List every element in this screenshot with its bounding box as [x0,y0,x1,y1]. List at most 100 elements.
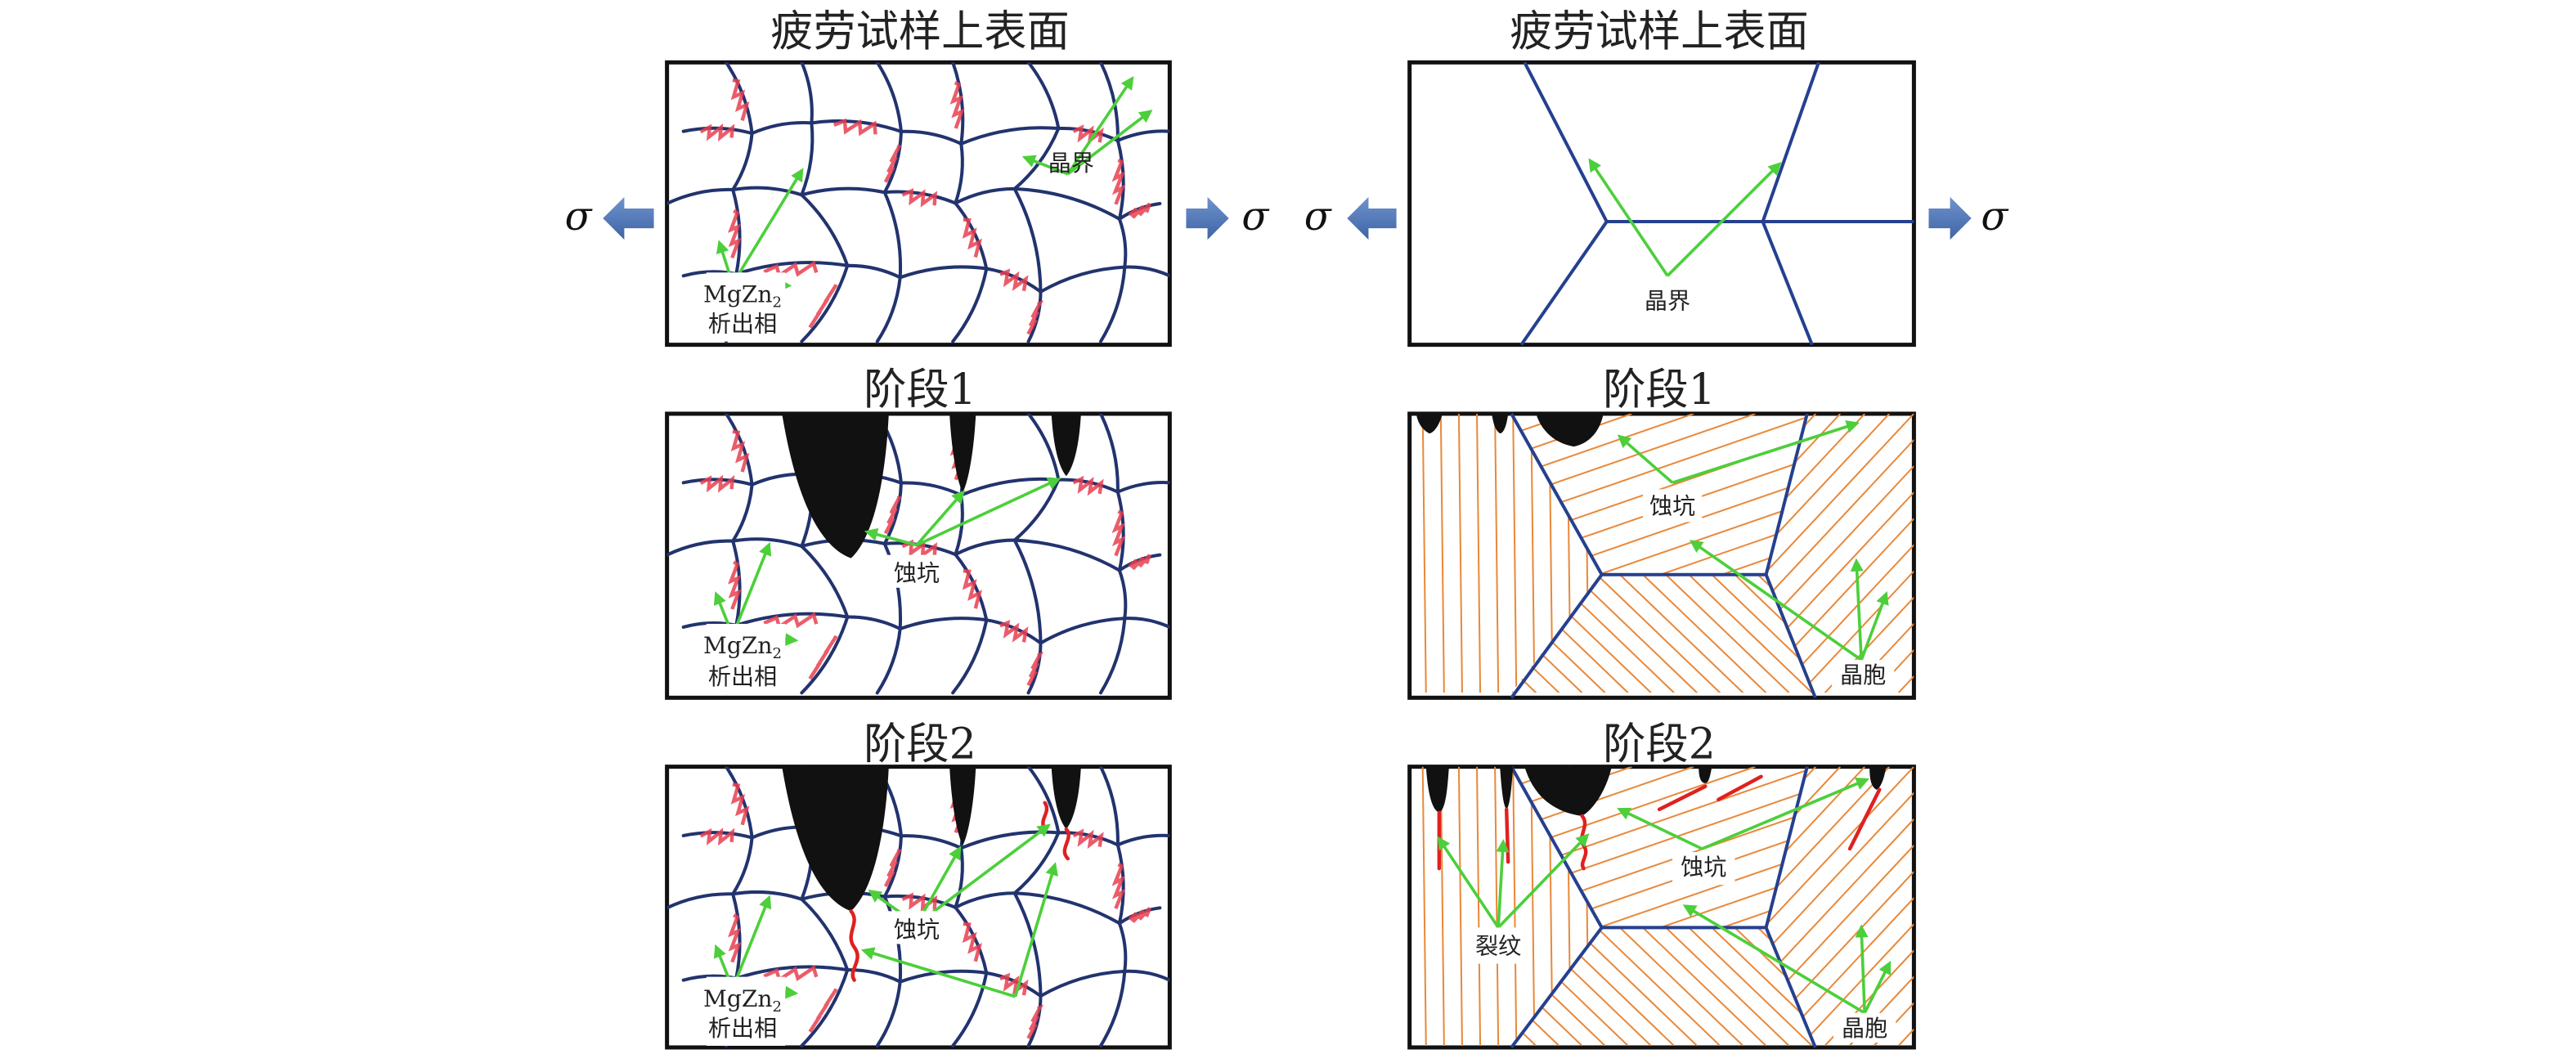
slip-line [1511,927,1560,1046]
grain-boundary [1012,186,1043,294]
label-grain-boundary: 晶界 [1645,287,1690,314]
label-bg [886,554,947,588]
stress-arrow-right-1 [1186,196,1229,240]
corrosion-pit [1500,766,1514,810]
grain-boundary [1039,265,1127,294]
right-panel-surface: 晶界 [1407,60,1916,348]
mgzn2-precipitate [962,568,982,609]
corrosion-pit [1536,413,1604,447]
grain-boundary [954,186,1016,205]
mgzn2-precipitate [728,560,742,610]
grain-boundary [1026,62,1061,131]
mgzn2-precipitate [1128,202,1151,219]
corrosion-pit [782,413,889,558]
grain-boundary [1026,641,1043,695]
corrosion-pit [1492,413,1509,434]
arrow [1860,591,1889,661]
slip-line [1665,574,1790,693]
grain-boundary [1115,843,1125,926]
slip-line [1512,766,1518,1046]
stage1-left-title: 阶段1 [864,366,976,415]
grain-boundary [800,544,850,619]
slip-line [1642,927,1767,1046]
corrosion-pit [1416,413,1443,434]
grain-boundary [898,969,989,984]
arrow [1689,540,1863,662]
grain-boundary [875,276,902,343]
slip-line [1642,574,1767,693]
sigma-left-1: σ [565,194,593,240]
grain-boundary [1098,62,1120,142]
mgzn2-precipitate [949,81,965,129]
grain-boundary [951,267,989,343]
arrow [731,168,804,285]
slip-line [1766,465,1914,690]
grain-boundary [666,187,735,205]
slip-line [1766,491,1914,693]
mgzn2-precipitate [962,218,982,258]
sigma-right-1: σ [1241,194,1269,240]
label-cell: 晶胞 [1840,662,1886,688]
grain-boundary [734,965,850,980]
mgzn2-precipitate [1111,158,1126,205]
grain-boundary [954,538,1016,557]
slip-line [1766,413,1891,612]
slip-line [1511,413,1632,469]
grain-boundary [1098,766,1120,847]
arrow [1855,924,1869,1013]
grain-boundary [1098,413,1120,494]
mgzn2-precipitate [1072,475,1104,496]
grain-boundary [731,482,754,543]
stress-arrow-right-2 [1928,196,1972,240]
grain-boundary [734,260,850,276]
slip-line [1766,845,1914,1046]
sigma-right-2: σ [1981,194,2008,240]
slip-line [1766,439,1914,664]
left-column-title: 疲劳试样上表面 [770,7,1070,56]
mgzn2-precipitate [730,78,750,121]
slip-line [1619,574,1744,693]
slip-line [1897,1029,1914,1046]
grain-boundary [1012,831,1061,895]
grain-network [666,62,1170,343]
grain-boundary [750,121,814,136]
arrow [916,478,1061,547]
slip-line [1439,766,1445,1046]
grain-boundary [951,971,989,1047]
mgzn2-precipitate [901,188,937,208]
grain-boundary [800,897,850,972]
slip-line [1476,766,1482,1046]
slip-line [1511,469,1807,575]
mgzn2-precipitate [1128,907,1151,923]
grain-boundary [800,263,850,343]
label-cell: 晶胞 [1842,1015,1887,1042]
label-precipitate-phase: 析出相 [708,1015,777,1042]
mgzn2-precipitate [1128,554,1151,571]
label-pit: 蚀坑 [894,560,940,587]
grain-boundary [898,617,989,631]
grain-boundary [1123,617,1170,629]
grain-boundary [1012,186,1121,221]
grain-boundary [882,191,903,280]
grain-boundary [666,539,735,557]
label-grain-boundary: 晶界 [1048,150,1094,177]
slip-line [1688,927,1813,1046]
grain-boundary [724,62,754,136]
mgzn2-precipitate [699,123,735,141]
mgzn2-precipitate [763,612,819,630]
grain-boundary [1123,969,1170,982]
mgzn2-precipitate [763,965,819,983]
slip-line [1457,413,1463,693]
label-precipitate: MgZn2 [703,632,782,662]
left-panel-stage2: 蚀坑 MgZn2 析出相 [665,765,1172,1050]
grain-boundary [875,62,903,133]
mgzn2-precipitate [883,496,902,535]
grain-boundary [800,615,850,695]
slip-line [1766,766,1914,991]
grain-boundary [1115,481,1170,494]
arrow [860,947,1016,998]
slip-line [1665,927,1790,1046]
grain-boundary [1026,994,1043,1047]
slip-line [1799,570,1914,693]
